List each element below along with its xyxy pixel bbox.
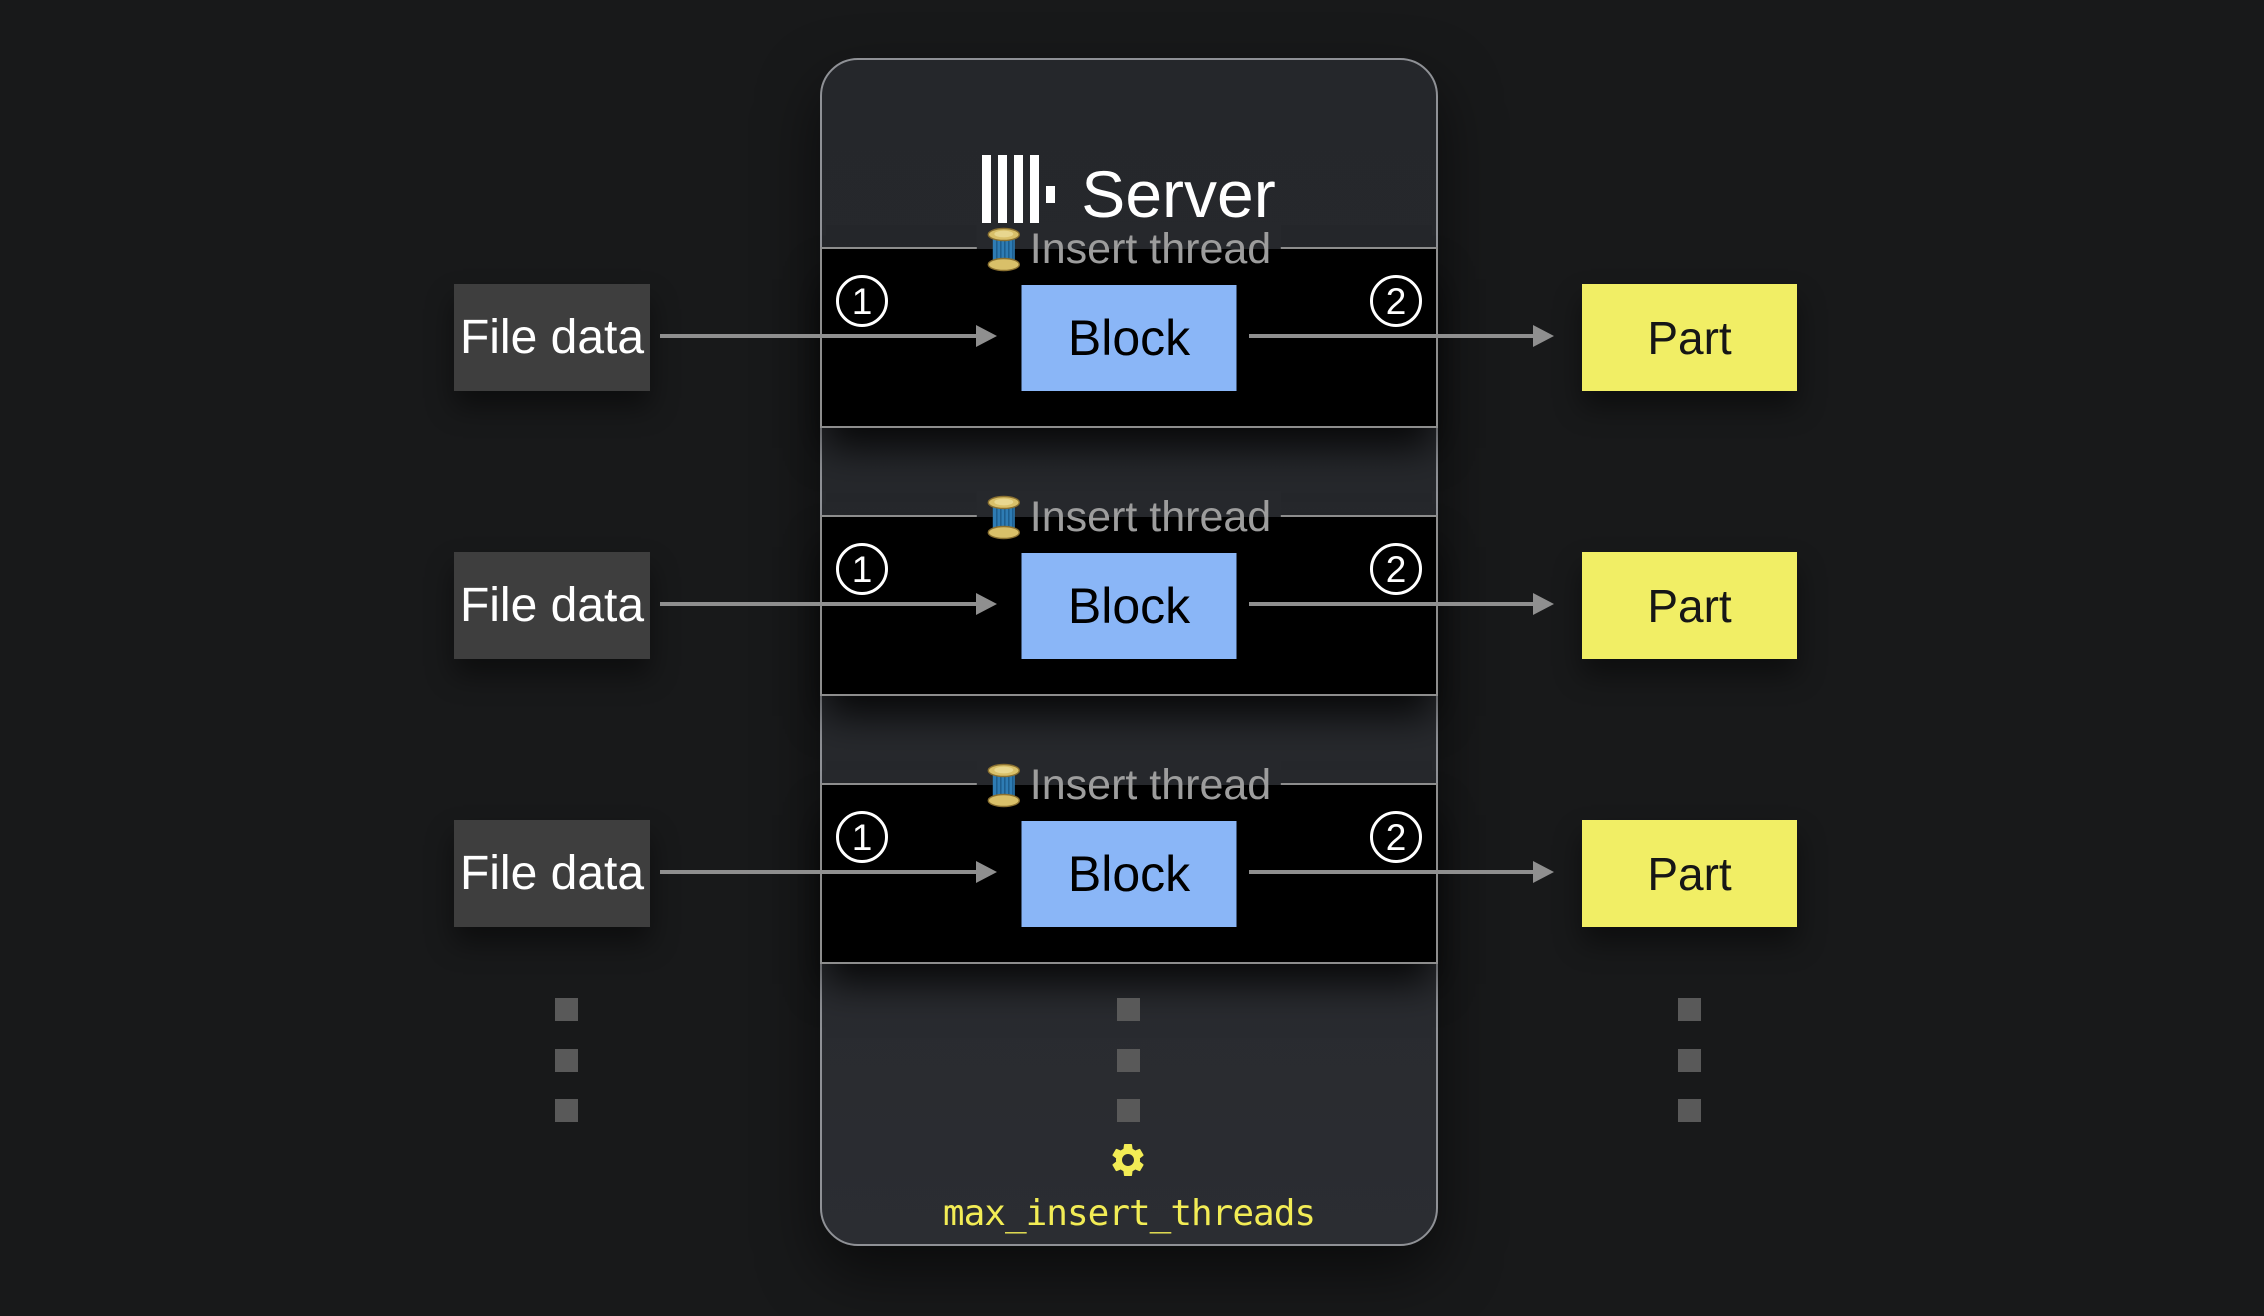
setting-label: max_insert_threads <box>942 1193 1316 1234</box>
ellipsis-dot <box>1117 1049 1140 1072</box>
insert-thread-legend: Insert thread <box>976 491 1282 543</box>
file-data-box: File data <box>454 284 650 391</box>
arrow-file-to-block <box>660 334 976 338</box>
block-box: Block <box>1021 552 1237 659</box>
arrow-file-to-block <box>660 870 976 874</box>
logo-bar <box>998 155 1008 233</box>
block-box: Block <box>1021 284 1237 391</box>
insert-thread-legend: Insert thread <box>976 223 1282 275</box>
logo-bar <box>1030 155 1040 233</box>
ellipsis-dot <box>555 1049 578 1072</box>
logo-bar <box>982 155 992 233</box>
part-box: Part <box>1582 820 1797 927</box>
insert-thread-legend: Insert thread <box>976 759 1282 811</box>
arrow-block-to-part <box>1249 870 1533 874</box>
step-2-badge: 2 <box>1370 811 1422 863</box>
ellipsis-dot <box>1117 998 1140 1021</box>
step-2-badge: 2 <box>1370 543 1422 595</box>
thread-spool-icon <box>987 495 1020 539</box>
step-2-badge: 2 <box>1370 275 1422 327</box>
legend-label: Insert thread <box>1029 492 1272 541</box>
server-title-text: Server <box>1081 157 1276 231</box>
ellipsis-dot <box>1678 1049 1701 1072</box>
server-title: Server <box>822 148 1436 240</box>
logo-bar-short <box>1046 185 1056 203</box>
ellipsis-dot <box>1678 998 1701 1021</box>
step-1-badge: 1 <box>836 543 888 595</box>
part-box: Part <box>1582 552 1797 659</box>
step-1-badge: 1 <box>836 275 888 327</box>
legend-label: Insert thread <box>1029 760 1272 809</box>
arrow-file-to-block <box>660 602 976 606</box>
ellipsis-dot <box>1678 1099 1701 1122</box>
thread-spool-icon <box>987 227 1020 271</box>
ellipsis-dot <box>555 998 578 1021</box>
part-box: Part <box>1582 284 1797 391</box>
file-data-box: File data <box>454 820 650 927</box>
arrow-block-to-part <box>1249 602 1533 606</box>
ellipsis-dot <box>555 1099 578 1122</box>
step-1-badge: 1 <box>836 811 888 863</box>
logo-bar <box>1014 155 1024 233</box>
ellipsis-dot <box>1117 1099 1140 1122</box>
file-data-box: File data <box>454 552 650 659</box>
thread-spool-icon <box>987 763 1020 807</box>
arrow-block-to-part <box>1249 334 1533 338</box>
clickhouse-logo-icon <box>982 155 1056 233</box>
legend-label: Insert thread <box>1029 224 1272 273</box>
gear-icon <box>1112 1144 1144 1176</box>
block-box: Block <box>1021 820 1237 927</box>
